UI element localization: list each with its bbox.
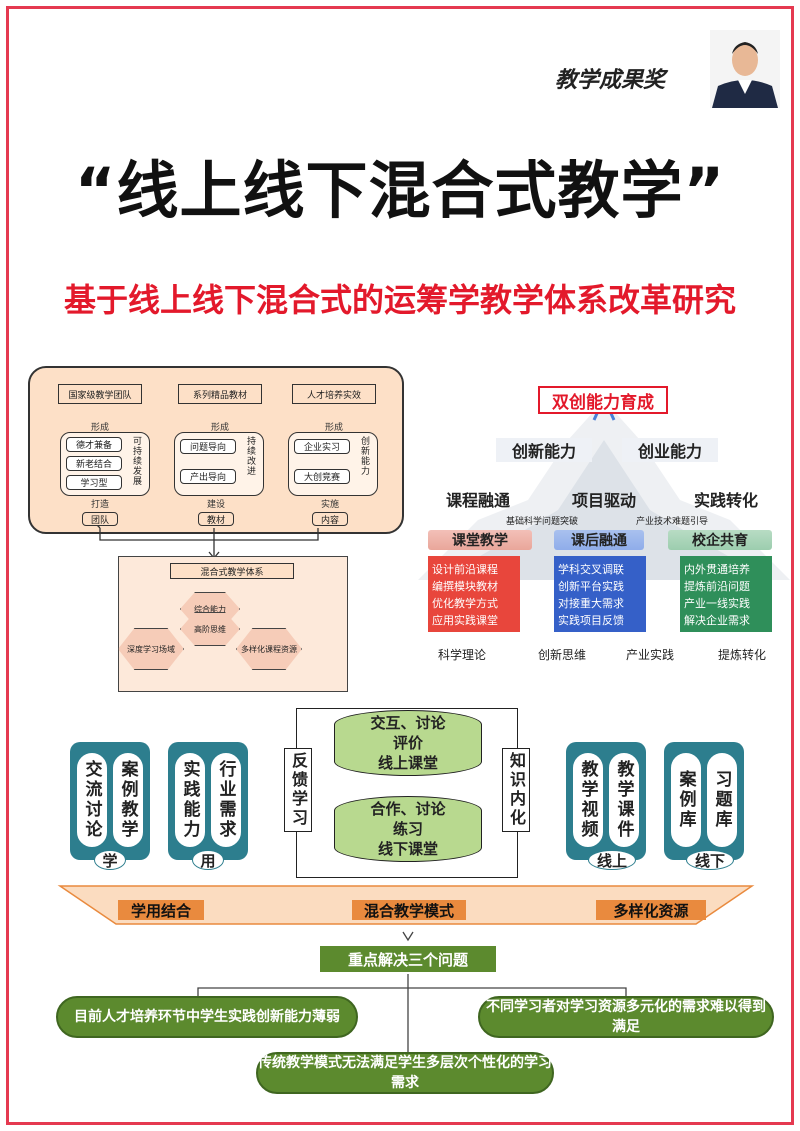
- problem-3: 传统教学模式无法满足学生多层次个性化的学习需求: [256, 1052, 554, 1094]
- tier-project: 项目驱动: [571, 491, 636, 510]
- item-talent-2: 大创竞赛: [294, 469, 350, 484]
- foot-team: 团队: [82, 512, 118, 526]
- item-team-3: 学习型: [66, 475, 122, 490]
- band-hybrid-mode: 混合教学模式: [352, 900, 466, 920]
- key-problems-head: 重点解决三个问题: [320, 946, 496, 972]
- top-box-team: 国家级教学团队: [58, 384, 142, 404]
- knowledge-internalization-label: 知识内化: [502, 748, 530, 832]
- award-badge: 教学成果奖: [555, 67, 666, 93]
- learn-label: 学: [94, 850, 126, 870]
- problem-2: 不同学习者对学习资源多元化的需求难以得到满足: [478, 996, 774, 1038]
- page-border: [6, 6, 794, 1125]
- enterprise-item: 解决企业需求: [684, 614, 750, 627]
- footer-thinking: 创新思维: [537, 648, 586, 662]
- offline-label: 线下: [686, 850, 734, 870]
- system-title: 混合式教学体系: [170, 563, 294, 579]
- tier-practice: 实践转化: [693, 491, 758, 510]
- classroom-item: 设计前沿课程: [432, 563, 498, 576]
- afterclass-item: 学科交叉调联: [558, 563, 624, 576]
- bottom-label-3: 实施: [320, 500, 339, 510]
- online-label: 线上: [588, 850, 636, 870]
- col-head-classroom: 课堂教学: [428, 530, 532, 550]
- apply-label: 用: [192, 850, 224, 870]
- item-team-1: 德才兼备: [66, 437, 122, 452]
- feedback-learning-label: 反馈学习: [284, 748, 312, 832]
- footer-practice: 产业实践: [625, 648, 674, 662]
- entrepreneurship-ability: 创业能力: [622, 438, 718, 462]
- afterclass-item: 对接重大需求: [558, 597, 624, 610]
- offline-classroom-cylinder: 合作、讨论 练习 线下课堂: [334, 796, 482, 862]
- online-col-2: 教学课件: [608, 752, 640, 848]
- side-team: 可持续发展: [131, 436, 141, 486]
- item-team-2: 新老结合: [66, 456, 122, 471]
- learn-col-2: 案例教学: [112, 752, 144, 848]
- note-industry: 产业技术难题引导: [635, 517, 708, 527]
- afterclass-item: 实践项目反馈: [558, 614, 624, 627]
- band-learn-apply: 学用结合: [118, 900, 204, 920]
- form-label-1: 形成: [90, 423, 109, 433]
- col-head-afterclass: 课后融通: [554, 530, 644, 550]
- enterprise-item: 产业一线实践: [684, 597, 750, 610]
- learn-col-1: 交流讨论: [76, 752, 108, 848]
- form-label-3: 形成: [324, 423, 343, 433]
- col-enterprise: 内外贯通培养 提炼前沿问题 产业一线实践 解决企业需求: [680, 556, 772, 632]
- col-head-enterprise: 校企共育: [668, 530, 772, 550]
- innovation-ability: 创新能力: [496, 438, 592, 462]
- form-label-2: 形成: [210, 423, 229, 433]
- presenter-avatar: [710, 30, 780, 108]
- side-textbook: 持续改进: [245, 436, 255, 476]
- online-col-1: 教学视频: [572, 752, 604, 848]
- problem-connectors: [197, 931, 627, 1052]
- problem-1: 目前人才培养环节中学生实践创新能力薄弱: [56, 996, 358, 1038]
- hex-thinking: 高阶思维: [180, 612, 240, 646]
- subtitle: 基于线上线下混合式的运筹学教学体系改革研究: [63, 281, 736, 319]
- offline-col-2: 习题库: [706, 752, 738, 848]
- tier-course: 课程融通: [445, 491, 510, 510]
- note-science: 基础科学问题突破: [505, 517, 578, 527]
- enterprise-item: 内外贯通培养: [684, 563, 750, 576]
- top-box-talent: 人才培养实效: [292, 384, 376, 404]
- apply-col-1: 实践能力: [174, 752, 206, 848]
- side-talent: 创新能力: [359, 436, 369, 476]
- bottom-label-2: 建设: [206, 500, 225, 510]
- hex-deep-learning: 深度学习场域: [118, 628, 184, 670]
- footer-transform: 提炼转化: [717, 648, 766, 662]
- foot-content: 内容: [312, 512, 348, 526]
- enterprise-item: 提炼前沿问题: [684, 580, 750, 593]
- online-classroom-cylinder: 交互、讨论 评价 线上课堂: [334, 710, 482, 776]
- bottom-label-1: 打造: [90, 500, 109, 510]
- classroom-item: 应用实践课堂: [432, 614, 498, 627]
- main-title: “线上线下混合式教学”: [74, 154, 726, 227]
- foot-textbook: 教材: [198, 512, 234, 526]
- apply-col-2: 行业需求: [210, 752, 242, 848]
- afterclass-item: 创新平台实践: [558, 580, 624, 593]
- hex-resources: 多样化课程资源: [236, 628, 302, 670]
- col-afterclass: 学科交叉调联 创新平台实践 对接重大需求 实践项目反馈: [554, 556, 646, 632]
- classroom-item: 编撰模块教材: [432, 580, 498, 593]
- item-textbook-2: 产出导向: [180, 469, 236, 484]
- top-box-textbook: 系列精品教材: [178, 384, 262, 404]
- classroom-item: 优化教学方式: [432, 597, 498, 610]
- connector-lines: [97, 526, 319, 560]
- dual-innovation-title: 双创能力育成: [538, 386, 668, 414]
- offline-col-1: 案例库: [670, 752, 702, 848]
- item-textbook-1: 问题导向: [180, 439, 236, 454]
- footer-theory: 科学理论: [437, 648, 486, 662]
- band-diverse-resources: 多样化资源: [596, 900, 706, 920]
- item-talent-1: 企业实习: [294, 439, 350, 454]
- col-classroom: 设计前沿课程 编撰模块教材 优化教学方式 应用实践课堂: [428, 556, 520, 632]
